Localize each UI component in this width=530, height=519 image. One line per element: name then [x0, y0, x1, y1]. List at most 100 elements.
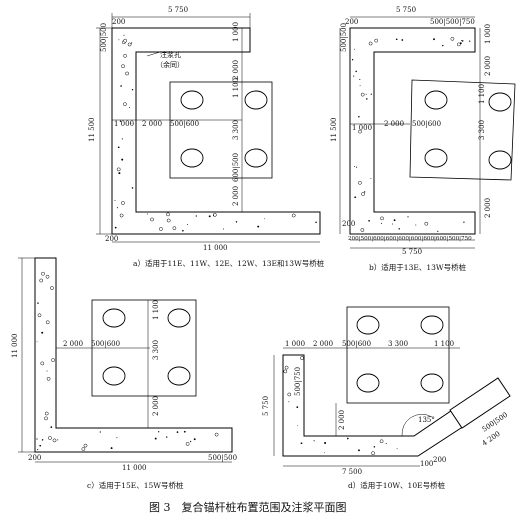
panel-b-pile-3 — [424, 148, 448, 168]
aggregate-dot-87 — [46, 370, 48, 372]
panel-b-dim-1100: 1 100 — [478, 84, 486, 104]
grout-hole-31 — [119, 213, 124, 218]
aggregate-dot-117 — [110, 447, 113, 450]
grout-hole-59 — [358, 180, 362, 185]
panel-b-dim-3300: 3 300 — [478, 120, 486, 140]
aggregate-dot-141 — [373, 446, 376, 448]
panel-b-l-wall — [349, 27, 476, 235]
aggregate-dot-6 — [114, 199, 116, 201]
grout-hole-67 — [360, 92, 365, 97]
panel-b-pile-1 — [424, 90, 448, 110]
grout-hole-109 — [185, 442, 190, 446]
aggregate-dot-57 — [359, 78, 361, 80]
panel-d-bottom-width: 7 500 — [342, 468, 362, 476]
panel-a-dim-200-bottom: 200 — [105, 235, 118, 243]
aggregate-dot-133 — [396, 448, 398, 450]
grout-hole-15 — [121, 64, 125, 69]
panel-b-pile-2 — [488, 92, 512, 112]
grout-hole-98 — [39, 278, 44, 283]
aggregate-dot-72 — [370, 93, 372, 95]
grout-hole-64 — [361, 192, 365, 196]
panel-c-bottom-width: 11 000 — [122, 464, 147, 472]
aggregate-dot-23 — [120, 85, 122, 87]
aggregate-dot-39 — [182, 229, 184, 232]
grout-hole-10 — [123, 102, 127, 107]
aggregate-dot-60 — [358, 115, 360, 118]
aggregate-dot-1 — [118, 39, 120, 41]
panel-d-diagonal-wall — [449, 377, 511, 429]
aggregate-dot-25 — [186, 224, 188, 225]
aggregate-dot-139 — [324, 442, 327, 444]
grout-hole-116 — [214, 432, 219, 437]
grout-hole-123 — [81, 447, 86, 451]
panel-a-dim-500-500: 500|500 — [100, 23, 108, 52]
aggregate-dot-77 — [398, 228, 400, 230]
grout-hole-41 — [291, 213, 296, 218]
grout-hole-7 — [121, 201, 125, 205]
grout-hole-52 — [456, 42, 461, 47]
aggregate-dot-58 — [366, 98, 368, 100]
panel-c-dim-500-500: 500|500 — [208, 454, 237, 462]
aggregate-dot-99 — [37, 302, 39, 304]
aggregate-dot-124 — [296, 406, 299, 408]
panel-a-pile-3 — [180, 148, 204, 168]
grout-hole-89 — [45, 274, 50, 279]
aggregate-dot-120 — [158, 431, 160, 433]
aggregate-dot-79 — [368, 219, 370, 222]
grout-hole-128 — [300, 356, 304, 360]
aggregate-dot-110 — [176, 431, 179, 433]
panel-c-dim-2000: 2 000 — [63, 340, 83, 348]
panel-a-bottom-width: 11 000 — [203, 244, 228, 252]
panel-d-dim-500-600: 500|600 — [342, 340, 371, 348]
panel-a-dim-2000-right: 2 000 — [232, 60, 240, 80]
panel-c-dim-1100: 1 100 — [152, 300, 160, 320]
grout-hole-106 — [83, 443, 88, 448]
panel-c-left-height: 11 000 — [11, 334, 19, 359]
panel-a-dim-3300: 3 300 — [232, 120, 240, 140]
aggregate-dot-63 — [351, 59, 354, 61]
aggregate-dot-17 — [119, 120, 122, 122]
panel-b-dim-2000: 2 000 — [484, 56, 492, 76]
grout-hole-14 — [125, 71, 129, 76]
panel-c-pile-3 — [102, 366, 126, 386]
panel-a: 5 750 200 11 500 500|500 注浆孔 （余同） 1 000 … — [88, 6, 325, 268]
aggregate-dot-71 — [355, 70, 357, 73]
panel-d-dim-500-750: 500|750 — [294, 367, 302, 396]
aggregate-dot-134 — [300, 442, 303, 445]
aggregate-dot-65 — [359, 85, 361, 87]
aggregate-dot-66 — [354, 166, 355, 168]
aggregate-dot-27 — [208, 215, 211, 218]
panel-c-dim-500-600: 500|600 — [91, 340, 120, 348]
grout-hole-40 — [166, 218, 171, 223]
aggregate-dot-131 — [346, 437, 349, 440]
aggregate-dot-136 — [313, 440, 315, 442]
panel-d-dim-3300: 3 300 — [388, 340, 408, 348]
panel-a-pile-1 — [180, 90, 204, 110]
aggregate-dot-47 — [401, 39, 404, 41]
panel-a-caption: a）适用于11E、11W、12E、12W、13E和13W号桥桩 — [133, 258, 325, 268]
panel-a-dim-600-500-v: 600|500 — [232, 153, 240, 182]
aggregate-dot-46 — [433, 38, 435, 41]
aggregate-dot-104 — [193, 438, 196, 441]
panel-a-top-width: 5 750 — [168, 6, 188, 14]
panel-c-pile-2 — [167, 308, 191, 328]
aggregate-dot-114 — [39, 444, 42, 447]
aggregate-dot-112 — [36, 438, 38, 440]
aggregate-dot-37 — [195, 215, 197, 217]
grout-hole-30 — [159, 227, 163, 231]
grout-hole-132 — [371, 451, 375, 456]
grout-hole-102 — [37, 313, 42, 318]
grout-hole-82 — [380, 216, 384, 221]
panel-a-dim-2000-left: 2 000 — [142, 120, 162, 128]
aggregate-dot-4 — [123, 34, 125, 36]
aggregate-dot-75 — [437, 230, 439, 232]
aggregate-dot-43 — [235, 221, 238, 223]
aggregate-dot-119 — [189, 440, 192, 443]
panel-b: 5 750 500|500|750 200 11 500 500|500 1 0… — [330, 6, 516, 272]
panel-c: 11 000 2 000 500|600 1 100 3 300 2 000 2… — [11, 257, 237, 490]
panel-c-pile-4 — [167, 366, 191, 386]
aggregate-dot-135 — [358, 449, 360, 452]
aggregate-dot-51 — [442, 44, 444, 47]
aggregate-dot-68 — [356, 166, 358, 168]
panel-b-bottom-width: 5 750 — [402, 248, 422, 256]
